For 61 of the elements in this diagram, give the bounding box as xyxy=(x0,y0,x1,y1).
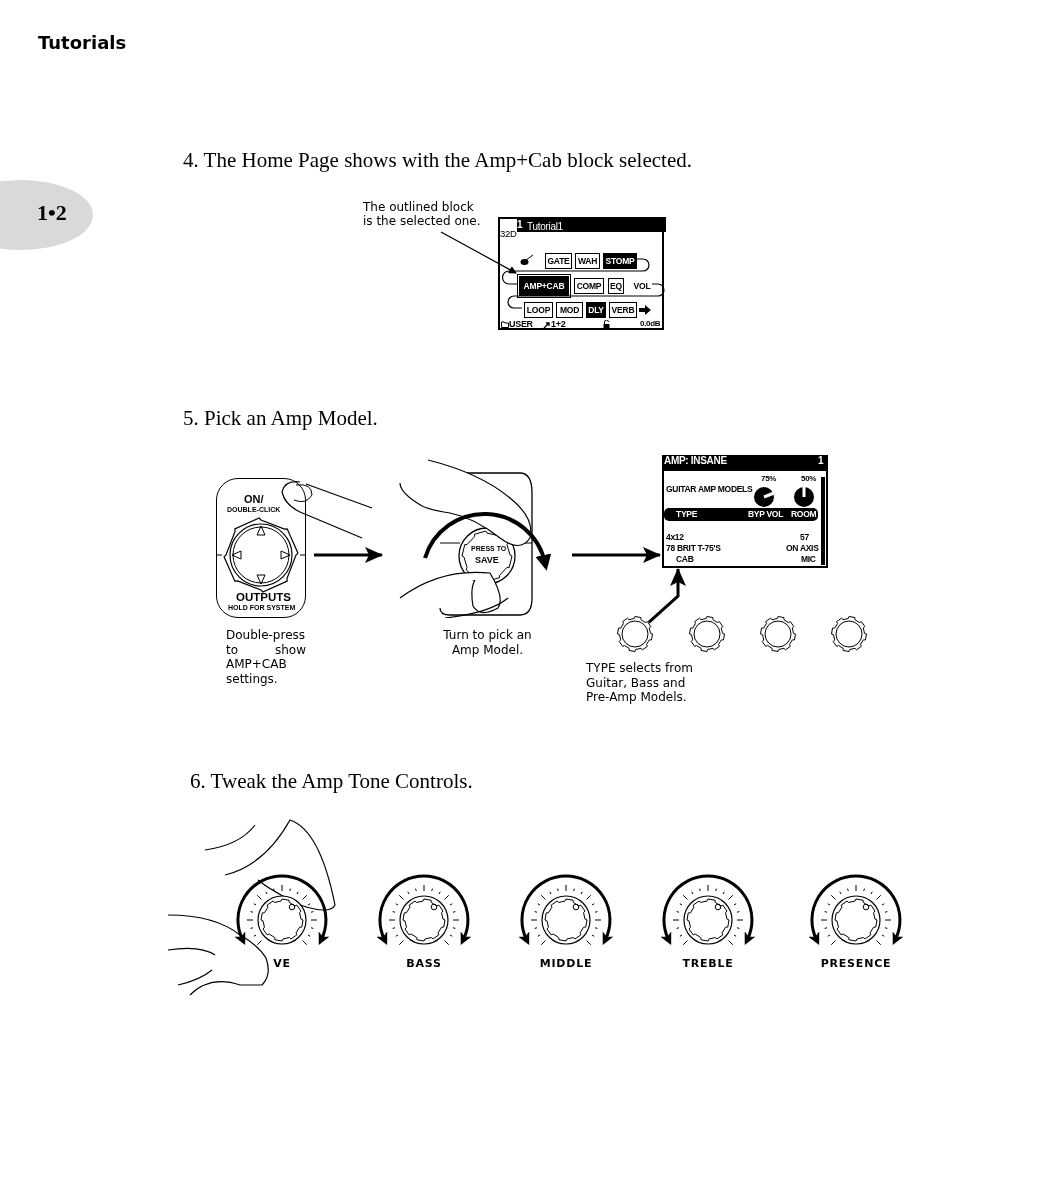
signal-chain-line xyxy=(507,283,665,309)
effect-block: MOD xyxy=(556,302,583,318)
effect-block: VERB xyxy=(609,302,637,318)
arrow xyxy=(647,568,686,624)
effect-block: LOOP xyxy=(524,302,553,318)
effect-block: COMP xyxy=(574,278,604,294)
parameter-label: MIC xyxy=(801,555,816,564)
step-heading: 6. Tweak the Amp Tone Controls. xyxy=(190,769,473,794)
lcd-screen xyxy=(662,455,828,568)
cab-size: 4x12 xyxy=(666,533,684,542)
button-label: SAVE xyxy=(475,555,499,565)
arrow xyxy=(572,547,661,563)
effect-block: DLY xyxy=(586,302,606,318)
percent-value: 50% xyxy=(801,475,817,484)
model-name: AMP: INSANE xyxy=(664,456,727,467)
parameter-label: TYPE xyxy=(676,510,697,519)
mic-position: ON AXIS xyxy=(786,544,819,553)
page-number: 1•2 xyxy=(37,200,67,226)
button-label: OUTPUTS xyxy=(236,591,291,603)
level-readout: 0.0dB xyxy=(640,320,661,329)
knob-icon xyxy=(689,616,725,652)
output-mode: 1+2 xyxy=(551,320,566,330)
effect-block: EQ xyxy=(608,278,624,294)
page-number: 1 xyxy=(818,456,824,467)
parameter-label: BYP VOL xyxy=(748,510,784,519)
caption-text: Turn to pick an Amp Model. xyxy=(442,628,533,657)
screen-text: 32D xyxy=(500,229,517,239)
cab-model: 78 BRIT T-75'S xyxy=(666,544,721,553)
bank-name: USER xyxy=(509,320,533,330)
category-text: GUITAR AMP MODELS xyxy=(666,485,753,494)
caption-text: Double-press to show AMP+CAB settings. xyxy=(226,628,306,686)
lcd-screen xyxy=(498,217,664,330)
parameter-label: CAB xyxy=(676,555,694,564)
knob-label: BASS xyxy=(405,957,443,970)
preset-name: Tutorial1 xyxy=(527,222,563,233)
step-heading: 4. The Home Page shows with the Amp+Cab block selected. xyxy=(183,148,692,173)
knob-label: TREBLE xyxy=(681,957,735,970)
parameter-label: ROOM xyxy=(791,510,817,519)
preset-number: 1 xyxy=(517,220,523,231)
knob-label: VE xyxy=(272,957,292,970)
leader-line xyxy=(440,231,517,274)
knob-label: PRESENCE xyxy=(819,957,893,970)
effect-block: GATE xyxy=(545,253,572,269)
caption-text: TYPE selects from Guitar, Bass and Pre-Amp Models. xyxy=(586,661,694,705)
percent-value: 75% xyxy=(761,475,777,484)
knob-icon xyxy=(617,616,653,652)
control-pad xyxy=(216,478,306,618)
mic-model: 57 xyxy=(800,533,809,542)
block-label: VOL xyxy=(630,278,654,294)
signal-chain-line xyxy=(501,258,650,285)
effect-block: AMP+CAB xyxy=(519,276,569,296)
button-label: ON/ xyxy=(244,493,264,505)
knob-icon xyxy=(831,616,867,652)
knob-icon xyxy=(760,616,796,652)
effect-block: STOMP xyxy=(603,253,637,269)
effect-block: WAH xyxy=(575,253,600,269)
step-heading: 5. Pick an Amp Model. xyxy=(183,406,378,431)
knob-label: MIDDLE xyxy=(538,957,594,970)
callout-text: The outlined block is the selected one. xyxy=(363,200,485,230)
arrow xyxy=(314,547,383,563)
page-title: Tutorials xyxy=(38,32,127,53)
